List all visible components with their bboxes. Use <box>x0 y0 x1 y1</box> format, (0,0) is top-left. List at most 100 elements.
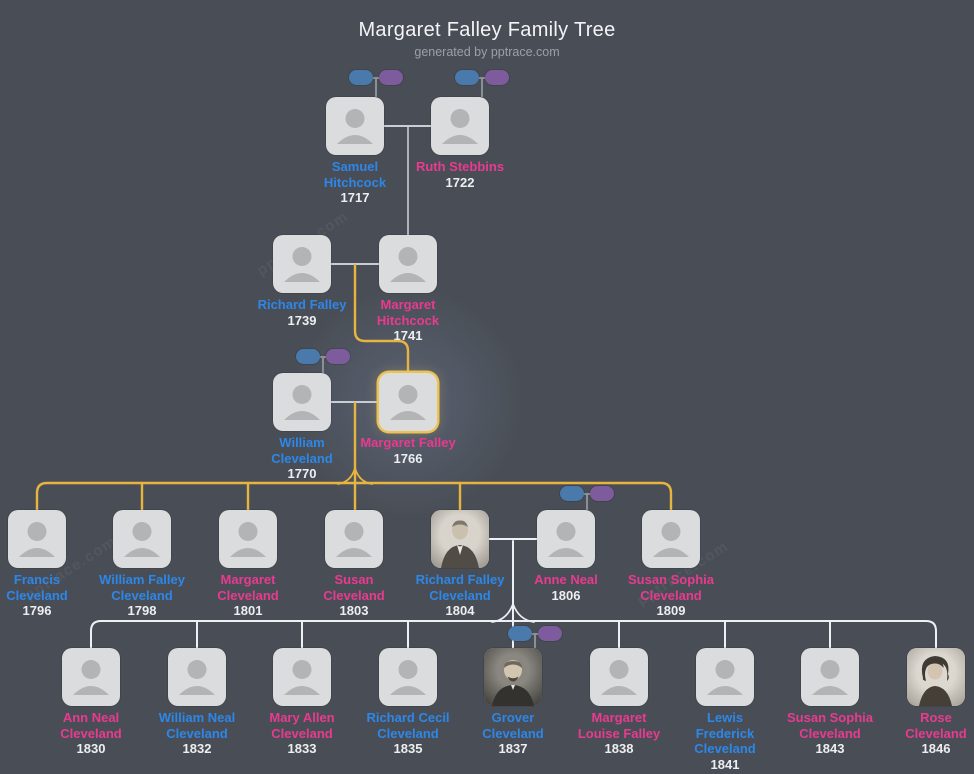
person-card[interactable] <box>537 510 595 568</box>
father-pill-icon[interactable] <box>349 70 373 85</box>
person-name: Rose Cleveland <box>905 710 967 741</box>
father-pill-icon[interactable] <box>508 626 532 641</box>
person-name: William Cleveland <box>271 435 333 466</box>
person-name: Anne Neal <box>534 572 598 587</box>
person-placeholder-icon <box>336 522 372 557</box>
person-card[interactable] <box>642 510 700 568</box>
portrait-photo <box>907 648 965 706</box>
person-birth-year: 1801 <box>233 603 263 618</box>
person-placeholder-icon <box>390 385 426 420</box>
person-card[interactable] <box>907 648 965 706</box>
person-birth-year: 1766 <box>393 450 423 466</box>
person-card[interactable] <box>273 648 331 706</box>
person-placeholder-icon <box>284 385 320 420</box>
person-birth-year: 1804 <box>445 603 475 618</box>
person-birth-year: 1798 <box>127 603 157 618</box>
person-placeholder-icon <box>284 660 320 695</box>
mother-pill-icon[interactable] <box>485 70 509 85</box>
person-birth-year: 1803 <box>339 603 369 618</box>
person-name: William Neal Cleveland <box>158 710 236 741</box>
person-card[interactable] <box>219 510 277 568</box>
mother-pill-icon[interactable] <box>326 349 350 364</box>
person-card[interactable] <box>113 510 171 568</box>
person-card[interactable] <box>273 373 331 431</box>
person-placeholder-icon <box>337 109 373 144</box>
person-placeholder-icon <box>601 660 637 695</box>
person-card[interactable] <box>8 510 66 568</box>
person-card[interactable] <box>696 648 754 706</box>
person-placeholder-icon <box>390 247 426 282</box>
parents-pills-ruth-stebbins[interactable] <box>455 70 509 97</box>
person-card[interactable] <box>484 648 542 706</box>
person-placeholder-icon <box>442 109 478 144</box>
person-card[interactable] <box>590 648 648 706</box>
mother-pill-icon[interactable] <box>379 70 403 85</box>
person-card[interactable] <box>379 648 437 706</box>
person-birth-year: 1796 <box>22 603 52 618</box>
pill-connector-line <box>481 77 483 97</box>
person-birth-year: 1835 <box>393 741 423 756</box>
person-birth-year: 1830 <box>76 741 106 756</box>
person-name: Richard Falley <box>257 297 347 312</box>
person-name: Richard Cecil Cleveland <box>366 710 450 741</box>
father-pill-icon[interactable] <box>455 70 479 85</box>
person-birth-year: 1833 <box>287 741 317 756</box>
father-pill-icon[interactable] <box>560 486 584 501</box>
portrait-photo <box>484 648 542 706</box>
person-card[interactable] <box>431 97 489 155</box>
mother-pill-icon[interactable] <box>590 486 614 501</box>
person-card[interactable] <box>273 235 331 293</box>
person-card[interactable] <box>326 97 384 155</box>
highlighted-person-card[interactable] <box>379 373 437 431</box>
father-pill-icon[interactable] <box>296 349 320 364</box>
person-name: Ann Neal Cleveland <box>60 710 122 741</box>
person-card[interactable] <box>801 648 859 706</box>
pill-connector-line <box>477 76 487 79</box>
person-placeholder-icon <box>707 660 743 695</box>
person-card[interactable] <box>168 648 226 706</box>
chart-header: Margaret Falley Family Tree generated by… <box>0 19 974 59</box>
person-card[interactable] <box>379 235 437 293</box>
person-card[interactable] <box>62 648 120 706</box>
portrait-photo <box>431 510 489 568</box>
parents-pills-anne-neal[interactable] <box>560 486 614 510</box>
person-placeholder-icon <box>284 247 320 282</box>
person-placeholder-icon <box>179 660 215 695</box>
parents-pills-samuel-hitchcock[interactable] <box>349 70 403 97</box>
parents-pills-grover-cleveland[interactable] <box>508 626 562 648</box>
pill-connector-line <box>375 77 377 97</box>
person-birth-year: 1832 <box>182 741 212 756</box>
pill-connector-line <box>371 76 381 79</box>
pill-connector-line <box>586 493 588 510</box>
person-placeholder-icon <box>390 660 426 695</box>
person-card[interactable] <box>431 510 489 568</box>
pill-connector-line <box>322 356 324 373</box>
mother-pill-icon[interactable] <box>538 626 562 641</box>
person-card[interactable] <box>325 510 383 568</box>
parents-pills-william-cleveland[interactable] <box>296 349 350 373</box>
person-birth-year: 1806 <box>551 587 581 603</box>
person-placeholder-icon <box>812 660 848 695</box>
